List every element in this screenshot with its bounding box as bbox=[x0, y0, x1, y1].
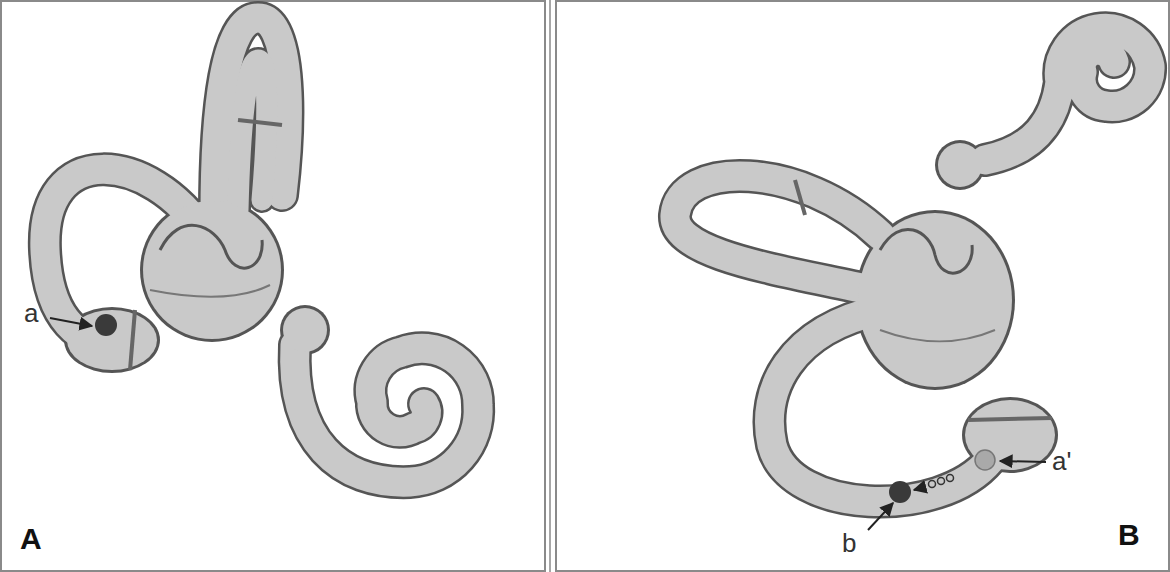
panel-letter: A bbox=[20, 524, 42, 554]
callout-letter: b bbox=[842, 530, 856, 556]
callout-letter: a' bbox=[1052, 448, 1071, 474]
panel-letter: B bbox=[1118, 520, 1140, 550]
callout-letter: a bbox=[24, 300, 38, 326]
